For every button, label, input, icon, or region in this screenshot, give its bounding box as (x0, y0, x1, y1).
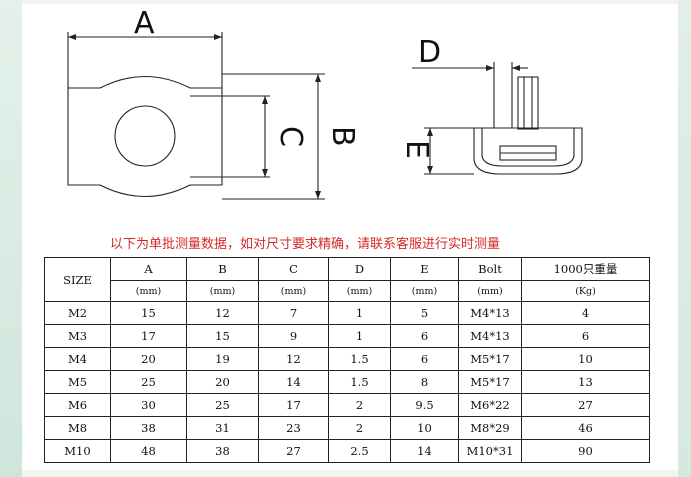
cell-a: 48 (110, 439, 187, 463)
technical-drawing: A C B D E (67, 6, 583, 200)
cell-size: M3 (44, 324, 111, 348)
cell-bolt: M10*31 (458, 439, 522, 463)
cell-size: M6 (44, 393, 111, 417)
size-header: SIZE (44, 257, 111, 302)
cell-bolt: M5*17 (458, 347, 522, 371)
cell-e: 9.5 (390, 393, 459, 417)
cell-e: 10 (390, 416, 459, 440)
cell-a: 25 (110, 370, 187, 394)
cell-d: 1.5 (328, 370, 391, 394)
cell-b: 38 (186, 439, 259, 463)
spec-table: SIZE A B C D E Bolt 1000只重量 (mm) (mm) (m… (44, 257, 650, 463)
cell-d: 2.5 (328, 439, 391, 463)
cell-bolt: M4*13 (458, 301, 522, 325)
cell-bolt: M4*13 (458, 324, 522, 348)
cell-b: 15 (186, 324, 259, 348)
cell-a: 30 (110, 393, 187, 417)
table-row: M5 25 20 14 1.5 8 M5*17 13 (44, 370, 650, 394)
cell-b: 31 (186, 416, 259, 440)
cell-c: 27 (258, 439, 329, 463)
cell-c: 23 (258, 416, 329, 440)
cell-c: 12 (258, 347, 329, 371)
cell-d: 2 (328, 393, 391, 417)
cell-weight: 13 (521, 370, 650, 394)
cell-bolt: M8*29 (458, 416, 522, 440)
cell-b: 12 (186, 301, 259, 325)
cell-size: M2 (44, 301, 111, 325)
header-row: SIZE A B C D E Bolt 1000只重量 (44, 257, 650, 302)
cell-e: 6 (390, 324, 459, 348)
unit-weight: (Kg) (521, 280, 650, 302)
cell-d: 1.5 (328, 347, 391, 371)
cell-e: 14 (390, 439, 459, 463)
front-view (67, 32, 325, 200)
cell-a: 15 (110, 301, 187, 325)
cell-d: 2 (328, 416, 391, 440)
side-view (412, 62, 583, 175)
cell-weight: 27 (521, 393, 650, 417)
cell-bolt: M6*22 (458, 393, 522, 417)
cell-a: 17 (110, 324, 187, 348)
cell-weight: 46 (521, 416, 650, 440)
unit-e: (mm) (390, 280, 459, 302)
cell-a: 20 (110, 347, 187, 371)
column-header-a: A (110, 257, 187, 281)
cell-weight: 10 (521, 347, 650, 371)
cell-b: 20 (186, 370, 259, 394)
cell-c: 9 (258, 324, 329, 348)
table-row: M2 15 12 7 1 5 M4*13 4 (44, 301, 650, 325)
cell-size: M5 (44, 370, 111, 394)
cell-d: 1 (328, 324, 391, 348)
cell-e: 5 (390, 301, 459, 325)
column-header-d: D (328, 257, 391, 281)
cell-b: 25 (186, 393, 259, 417)
column-header-weight: 1000只重量 (521, 257, 650, 281)
dimension-label-d: D (418, 35, 441, 70)
cell-bolt: M5*17 (458, 370, 522, 394)
unit-row: (mm) (mm) (mm) (mm) (mm) (mm) (Kg) (45, 280, 650, 302)
unit-c: (mm) (258, 280, 329, 302)
column-header-e: E (390, 257, 459, 281)
table-row: M8 38 31 23 2 10 M8*29 46 (44, 416, 650, 440)
cell-size: M10 (44, 439, 111, 463)
dimension-label-a: A (134, 6, 155, 41)
cell-c: 14 (258, 370, 329, 394)
cell-e: 6 (390, 347, 459, 371)
table-row: M10 48 38 27 2.5 14 M10*31 90 (44, 439, 650, 463)
cell-c: 7 (258, 301, 329, 325)
cell-weight: 6 (521, 324, 650, 348)
table-row: M3 17 15 9 1 6 M4*13 6 (44, 324, 650, 348)
cell-weight: 90 (521, 439, 650, 463)
table-row: M6 30 25 17 2 9.5 M6*22 27 (44, 393, 650, 417)
dimension-label-e: E (399, 140, 434, 159)
unit-d: (mm) (328, 280, 391, 302)
cell-e: 8 (390, 370, 459, 394)
right-background-strip (678, 0, 691, 477)
unit-bolt: (mm) (458, 280, 522, 302)
left-background-strip (0, 0, 22, 477)
cell-c: 17 (258, 393, 329, 417)
cell-size: M8 (44, 416, 111, 440)
unit-b: (mm) (186, 280, 259, 302)
column-header-bolt: Bolt (458, 257, 522, 281)
dimension-label-b: B (325, 126, 360, 147)
cell-a: 38 (110, 416, 187, 440)
column-header-c: C (258, 257, 329, 281)
cell-d: 1 (328, 301, 391, 325)
cell-b: 19 (186, 347, 259, 371)
table-row: M4 20 19 12 1.5 6 M5*17 10 (44, 347, 650, 371)
cell-size: M4 (44, 347, 111, 371)
column-header-b: B (186, 257, 259, 281)
cell-weight: 4 (521, 301, 650, 325)
unit-a: (mm) (110, 280, 187, 302)
dimension-label-c: C (273, 126, 308, 147)
measurement-notice: 以下为单批测量数据，如对尺寸要求精确，请联系客服进行实时测量 (110, 237, 501, 252)
